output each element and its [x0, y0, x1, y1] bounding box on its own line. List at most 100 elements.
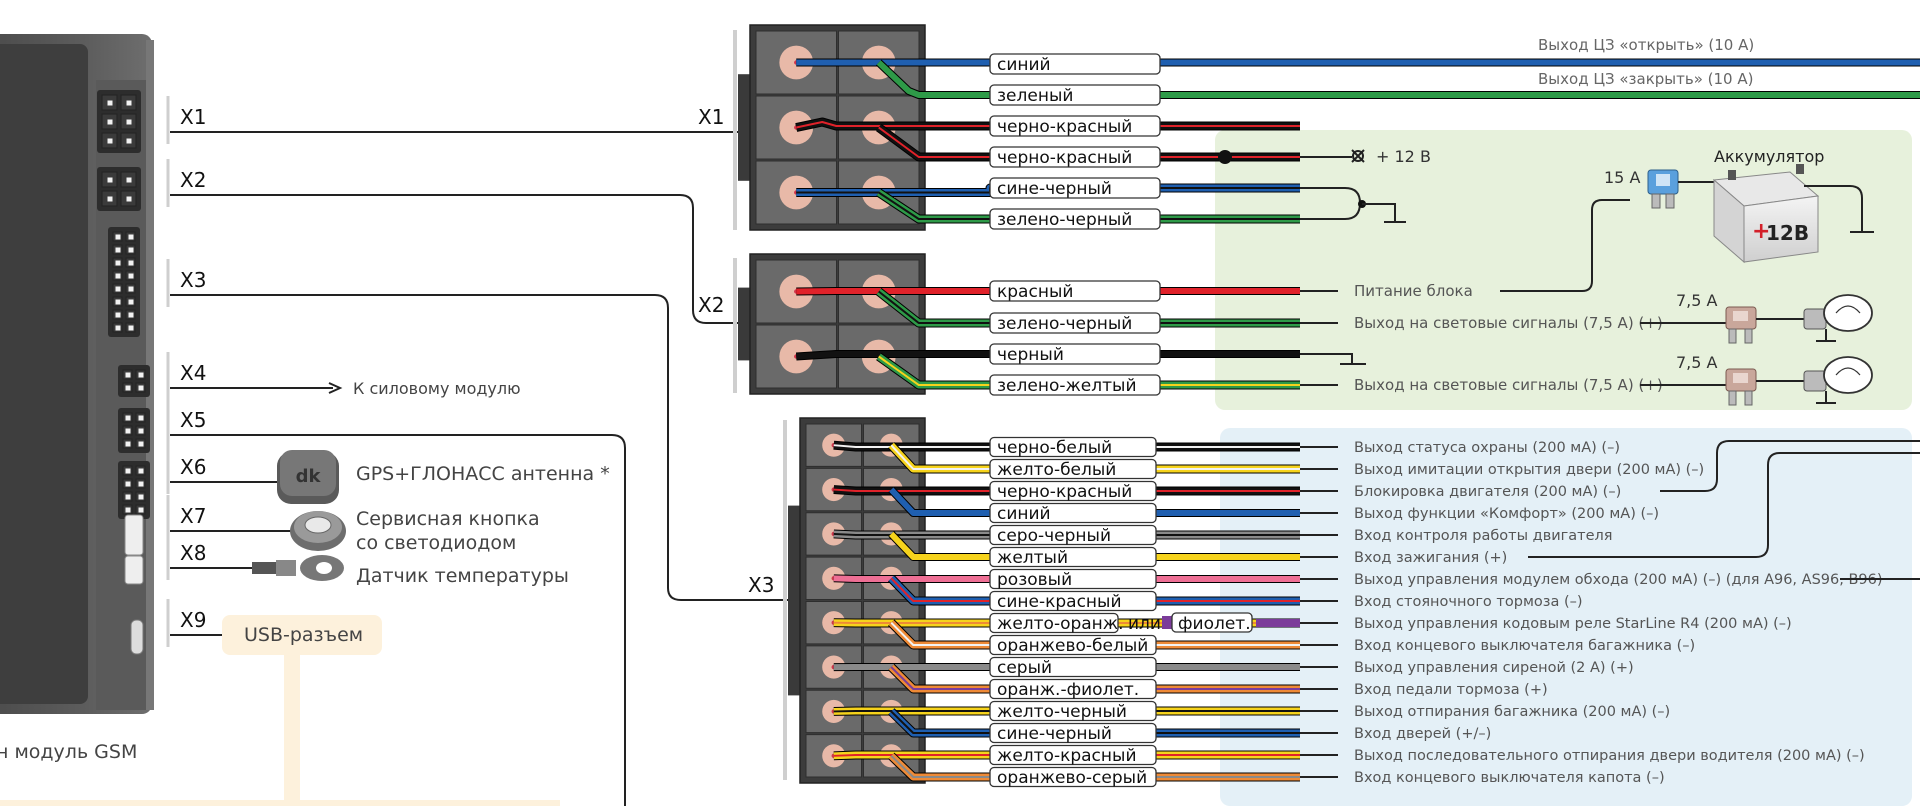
x3-wire-12-stripe	[890, 666, 1300, 690]
bulb-icon	[1823, 294, 1873, 332]
module-pin-contact	[125, 507, 131, 513]
x3-violet-box	[1171, 612, 1253, 633]
x1-wire-label-2: зеленый	[997, 86, 1073, 106]
x3-wire-8-stripe	[890, 577, 1300, 602]
fuse-75-leg	[1728, 390, 1737, 406]
fuse-75-window	[1733, 373, 1748, 383]
port-label-x7: X7	[180, 504, 206, 528]
x2-wire-label-2: зелено-черный	[997, 314, 1132, 334]
module-pin-contact	[115, 260, 121, 266]
x1-junction-dot	[1218, 150, 1232, 164]
x3-func-label-3: Блокировка двигателя (200 мА) (–)	[1354, 484, 1621, 500]
module-pin-contact	[138, 385, 144, 391]
module-pin-contact	[125, 415, 131, 421]
power-panel	[1215, 130, 1912, 410]
connector-x3-bracket	[783, 420, 787, 780]
x3-func-label-15: Выход последовательного отпирания двери …	[1354, 748, 1865, 764]
gsm-module	[0, 34, 154, 714]
x3-wire-label-5: серо-черный	[997, 526, 1111, 546]
module-pin-contact	[107, 119, 113, 125]
port-label-x9: X9	[180, 608, 206, 632]
usb-label: USB-разъем	[244, 624, 363, 646]
x2-wire-label-3-box	[989, 343, 1161, 365]
module-pin-contact	[128, 286, 134, 292]
x2-wire-label-1: красный	[997, 282, 1073, 302]
module-pin-contact	[126, 138, 132, 144]
x3-wire-6	[889, 531, 1300, 560]
connector-x1-label: X1	[698, 105, 724, 129]
x2-wire-2-stripe	[878, 290, 1300, 324]
module-pin-contact	[128, 260, 134, 266]
connector-x2-label: X2	[698, 293, 724, 317]
x3-func-label-2: Выход имитации открытия двери (200 мА) (…	[1354, 462, 1704, 478]
temp-sensor-hole	[316, 562, 332, 574]
temp-sensor-label: Датчик температуры	[356, 565, 569, 587]
x3-functions-panel	[1220, 428, 1912, 806]
x3-engine-block-route	[1660, 440, 1920, 492]
x3-wire-label-2-box	[989, 458, 1157, 480]
module-pin-contact	[125, 481, 131, 487]
x3-wire-label-12-box	[989, 678, 1157, 700]
x3-func-label-9: Выход управления кодовым реле StarLine R…	[1354, 616, 1792, 632]
fuse-75-leg	[1728, 328, 1737, 344]
fuse-75-label-2: 7,5 А	[1676, 353, 1718, 372]
x3-wire-label-6: желтый	[997, 548, 1068, 568]
x3-func-label-4: Выход функции «Комфорт» (200 мА) (–)	[1354, 506, 1659, 522]
battery-terminal	[1728, 170, 1736, 180]
module-pin-contact	[115, 234, 121, 240]
x3-func-label-8: Вход стояночного тормоза (–)	[1354, 594, 1583, 610]
usb-cable-band	[284, 640, 300, 806]
x3-wire-label-5-box	[989, 524, 1157, 546]
x3-wire-label-6-box	[989, 546, 1157, 568]
module-pin-contact	[115, 325, 121, 331]
module-connector-x8	[124, 555, 144, 585]
usb-label-box	[222, 615, 382, 655]
x3-wire-14-stripe	[890, 710, 1300, 734]
module-pin-contact	[107, 177, 113, 183]
module-pin-contact	[125, 428, 131, 434]
x3-wire-label-4-box	[989, 502, 1157, 524]
x3-wire-label-8-box	[989, 590, 1157, 612]
fuse-15-leg	[1665, 193, 1675, 209]
x2-wire-label-3: черный	[997, 345, 1064, 365]
temp-sensor-sleeve	[276, 560, 296, 576]
port-label-x8: X8	[180, 541, 206, 565]
gps-antenna-body	[280, 450, 336, 496]
x3-wire-label-16: оранжево-серый	[997, 768, 1147, 788]
module-pin-contact	[115, 286, 121, 292]
module-pin-contact	[115, 299, 121, 305]
module-pin-contact	[138, 507, 144, 513]
x2-wire-4-stripe	[878, 355, 1300, 386]
module-pin-contact	[125, 494, 131, 500]
x1-wire-6-stripe	[878, 191, 1300, 220]
x3-func-label-14: Вход дверей (+/–)	[1354, 726, 1491, 742]
module-pin-contact	[138, 494, 144, 500]
module-pin-contact	[115, 312, 121, 318]
x3-func-label-11: Выход управления сиреной (2 А) (+)	[1354, 660, 1634, 676]
ground-icon	[1816, 329, 1836, 342]
battery-terminal	[1796, 164, 1804, 174]
x1-wire-label-1-box	[989, 53, 1161, 75]
x1-wire-label-3-box	[989, 115, 1161, 137]
port-label-x3: X3	[180, 268, 206, 292]
module-pin-contact	[128, 247, 134, 253]
x1-wire-2	[876, 60, 1920, 98]
terminal-ring	[1352, 150, 1364, 162]
connector-x3-label: X3	[748, 573, 774, 597]
module-pin-contact	[126, 196, 132, 202]
x3-wire-label-10: оранжево-белый	[997, 636, 1148, 656]
x3-wire-label-2: желто-белый	[997, 460, 1116, 480]
module-caption: н модуль GSM	[0, 741, 137, 763]
module-pin-contact	[125, 441, 131, 447]
module-pin-contact	[107, 100, 113, 106]
x1-wire-label-4: черно-красный	[997, 148, 1132, 168]
fuse-15-window	[1656, 174, 1670, 186]
x3-or-label: или	[1128, 614, 1161, 634]
module-pin-block	[108, 227, 140, 337]
module-pin-contact	[138, 428, 144, 434]
module-pin-contact	[126, 100, 132, 106]
module-connector-x7	[124, 514, 144, 556]
